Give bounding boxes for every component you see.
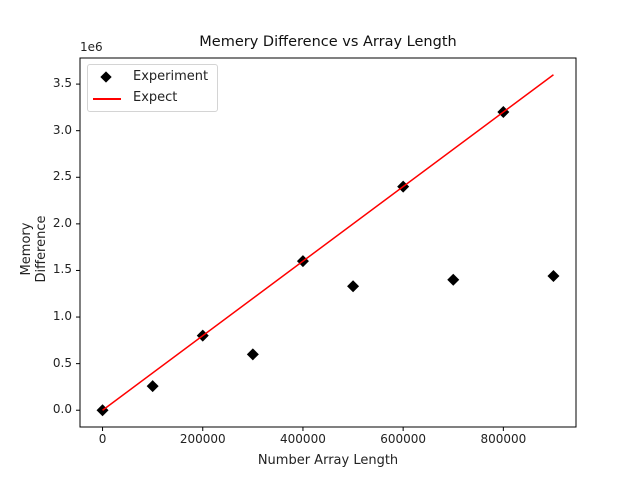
experiment-data-point: [246, 348, 259, 361]
x-axis-label: Number Array Length: [257, 453, 399, 468]
x-tick-label: 400000: [280, 432, 326, 446]
experiment-data-point: [146, 380, 159, 393]
experiment-data-point: [447, 273, 460, 286]
diamond-marker-icon: [100, 71, 112, 83]
y-tick-label: 0.0: [52, 402, 72, 417]
y-tick-label: 3.5: [52, 76, 72, 91]
legend-label: Experiment: [133, 69, 209, 84]
x-tick-label: 600000: [380, 432, 427, 446]
legend-item-experiment: Experiment: [88, 69, 217, 87]
legend-label: Expect: [133, 90, 178, 105]
experiment-data-point: [547, 270, 560, 283]
experiment-data-point: [347, 280, 360, 293]
y-tick-label: 2.0: [52, 215, 72, 230]
x-tick-label: 0: [98, 432, 107, 446]
expect-line: [102, 74, 554, 411]
x-tick-label: 800000: [480, 432, 527, 446]
legend: Experiment Expect: [87, 64, 218, 112]
y-tick-label: 0.5: [52, 355, 72, 370]
y-tick-label: 1.0: [52, 309, 72, 324]
x-axis-ticks: [102, 427, 504, 431]
x-tick-label: 200000: [179, 432, 226, 446]
y-axis-ticks: [76, 83, 80, 411]
y-tick-label: 1.5: [52, 262, 72, 277]
y-axis-label: Memory Difference: [19, 215, 49, 283]
legend-item-expect: Expect: [88, 90, 217, 108]
y-axis-offset-label: 1e6: [80, 40, 103, 54]
y-tick-label: 2.5: [52, 169, 72, 184]
chart-title: Memery Difference vs Array Length: [199, 34, 457, 50]
y-tick-label: 3.0: [52, 122, 72, 137]
red-line-icon: [93, 98, 121, 100]
expect-line-series: [102, 74, 554, 411]
